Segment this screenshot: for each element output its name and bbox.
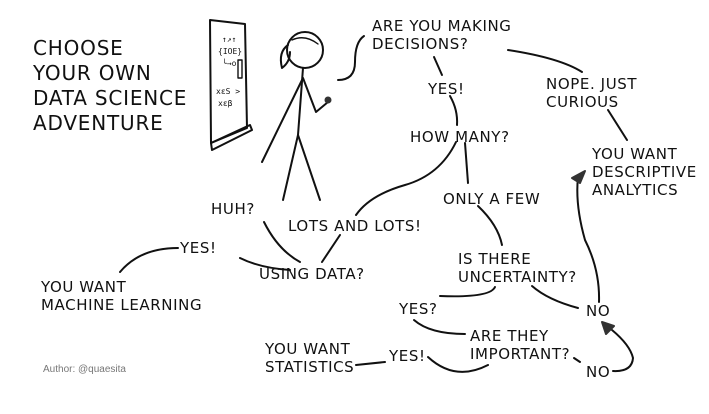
- node-yes-q: YES?: [399, 300, 438, 318]
- figure-head: [286, 31, 324, 69]
- node-using-data: USING DATA?: [259, 265, 365, 283]
- arrow-head-no: [601, 321, 615, 335]
- whiteboard: ↑↗↑ {IOE} ╰→o xεS > xεβ: [209, 19, 253, 151]
- node-machine-learning: YOU WANT MACHINE LEARNING: [41, 278, 203, 314]
- edge-lots-using: [321, 234, 341, 263]
- figure-arm-left: [261, 79, 303, 163]
- whiteboard-scribble-3: ╰→o: [222, 58, 237, 68]
- node-making-decisions: ARE YOU MAKING DECISIONS?: [372, 17, 512, 53]
- edge-decisions-nope: [507, 49, 583, 73]
- whiteboard-scribble-5: xεβ: [218, 99, 233, 108]
- stick-figure: [261, 31, 332, 201]
- edge-important-yes: [427, 356, 489, 373]
- edge-huh-using: [263, 221, 301, 263]
- node-yes-ml: YES!: [180, 239, 217, 257]
- figure-leg-left: [282, 134, 299, 201]
- whiteboard-scribble-2: {IOE}: [218, 47, 242, 56]
- node-huh: HUH?: [211, 200, 255, 218]
- edge-ml-yes: [119, 247, 179, 273]
- edge-nope-descriptive: [607, 109, 628, 141]
- whiteboard-eraser: [237, 59, 243, 79]
- edge-stats-yes: [355, 361, 386, 366]
- edge-howmany-few: [464, 142, 469, 184]
- node-lots-and-lots: LOTS AND LOTS!: [288, 217, 422, 235]
- edge-important-no: [573, 357, 581, 363]
- node-no-uncertainty: NO: [586, 302, 611, 320]
- whiteboard-scribble-4: xεS >: [216, 87, 240, 96]
- edge-uncertainty-yesq: [439, 286, 496, 298]
- whiteboard-tray: [210, 124, 253, 151]
- edge-yesq-important: [413, 319, 466, 335]
- figure-hair: [291, 37, 319, 45]
- edge-yes-howmany: [449, 95, 459, 126]
- edge-yes-using: [239, 257, 291, 271]
- edge-howmany-lots: [355, 141, 457, 216]
- node-descriptive-analytics: YOU WANT DESCRIPTIVE ANALYTICS: [592, 145, 697, 199]
- edge-decisions-yes: [433, 56, 443, 76]
- arrow-head-descriptive: [571, 170, 586, 184]
- whiteboard-scribble-1: ↑↗↑: [222, 35, 236, 44]
- node-statistics: YOU WANT STATISTICS: [265, 340, 355, 376]
- figure-ponytail: [279, 44, 291, 69]
- node-uncertainty: IS THERE UNCERTAINTY?: [458, 250, 577, 286]
- node-yes-decisions: YES!: [428, 80, 465, 98]
- edge-no-no: [611, 329, 634, 373]
- author-credit: Author: @quaesita: [43, 364, 126, 375]
- speech-line: [337, 35, 365, 81]
- edge-few-uncertainty: [477, 205, 503, 246]
- node-how-many: HOW MANY?: [410, 128, 510, 146]
- node-yes-stats: YES!: [389, 347, 426, 365]
- figure-fist: [324, 96, 332, 104]
- node-only-few: ONLY A FEW: [443, 190, 541, 208]
- edge-uncertainty-no: [531, 285, 579, 309]
- node-no-important: NO: [586, 363, 611, 381]
- edge-no-descriptive: [576, 176, 601, 303]
- node-nope-curious: NOPE. JUST CURIOUS: [546, 75, 638, 111]
- page-title: CHOOSE YOUR OWN DATA SCIENCE ADVENTURE: [33, 36, 188, 135]
- whiteboard-frame: [209, 19, 248, 144]
- figure-leg-right: [297, 134, 321, 201]
- node-important: ARE THEY IMPORTANT?: [470, 327, 571, 363]
- figure-arm-right: [302, 77, 329, 113]
